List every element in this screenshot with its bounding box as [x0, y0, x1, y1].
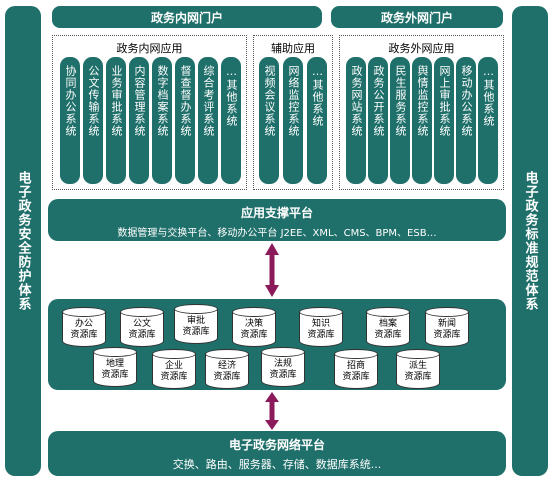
- app-column: 视频会议系统: [259, 57, 279, 184]
- network-platform-subtitle: 交换、路由、服务器、存储、数据库系统...: [172, 458, 382, 471]
- network-platform-bar: 电子政务网络平台 交换、路由、服务器、存储、数据库系统...: [48, 431, 506, 476]
- app-column: 协同办公系统: [60, 57, 80, 184]
- app-label: …其他系统: [482, 65, 495, 127]
- app-column: 网络监控系统: [283, 57, 303, 184]
- app-column: 业务审批系统: [106, 57, 126, 184]
- app-label: 公文传输系统: [87, 65, 100, 137]
- database-label: 经济资源库: [213, 361, 241, 382]
- database-label: 决策资源库: [240, 319, 268, 340]
- app-column: 综合考评系统: [198, 57, 218, 184]
- security-system-column: 电子政务安全防护体系: [5, 6, 41, 476]
- app-column: 民生服务系统: [390, 57, 410, 184]
- standards-system-label: 电子政务标准规范体系: [522, 171, 538, 311]
- app-label: 民生服务系统: [394, 65, 407, 137]
- app-column: 数字档案系统: [152, 57, 172, 184]
- group-title-aux: 辅助应用: [271, 42, 315, 55]
- app-label: 督查督办系统: [179, 65, 192, 137]
- app-label: 业务审批系统: [110, 65, 123, 137]
- external-portal-label: 政务外网门户: [380, 10, 453, 25]
- app-column: 公文传输系统: [83, 57, 103, 184]
- app-column: 网上审批系统: [434, 57, 454, 184]
- app-label: 数字档案系统: [156, 65, 169, 137]
- support-platform-bar: 应用支撑平台 数据管理与交换平台、移动办公平台 J2EE、XML、CMS、BPM…: [48, 199, 506, 241]
- app-label: 政务公开系统: [372, 65, 385, 137]
- database-icon: 经济资源库: [205, 349, 249, 389]
- database-label: 档案资源库: [374, 319, 402, 340]
- group-title-internal: 政务内网应用: [116, 42, 183, 55]
- database-label: 派生资源库: [404, 361, 432, 382]
- database-label: 公文资源库: [128, 319, 156, 340]
- database-label: 企业资源库: [160, 361, 188, 382]
- app-label: 内容管理系统: [133, 65, 146, 137]
- external-portal: 政务外网门户: [331, 6, 503, 28]
- app-label: 网络监控系统: [287, 65, 300, 137]
- app-column: 政务公开系统: [368, 57, 388, 184]
- security-system-label: 电子政务安全防护体系: [15, 171, 31, 311]
- double-arrow-icon: [265, 392, 279, 430]
- app-label: 协同办公系统: [64, 65, 77, 137]
- group-internal-apps: 政务内网应用: [52, 35, 247, 190]
- app-column: 政务网站系统: [346, 57, 366, 184]
- app-column: 舆情监控系统: [412, 57, 432, 184]
- internal-portal: 政务内网门户: [52, 6, 322, 28]
- database-icon: 新闻资源库: [425, 307, 469, 347]
- support-platform-title: 应用支撑平台: [240, 206, 313, 220]
- app-column: 督查督办系统: [175, 57, 195, 184]
- support-platform-subtitle: 数据管理与交换平台、移动办公平台 J2EE、XML、CMS、BPM、ESB…: [117, 228, 437, 239]
- database-label: 法规资源库: [269, 359, 297, 380]
- database-icon: 审批资源库: [174, 304, 218, 344]
- app-label: 网上审批系统: [438, 65, 451, 137]
- database-icon: 招商资源库: [334, 349, 378, 389]
- database-icon: 办公资源库: [62, 307, 106, 347]
- database-label: 招商资源库: [342, 361, 370, 382]
- app-column: 内容管理系统: [129, 57, 149, 184]
- database-icon: 法规资源库: [261, 347, 305, 387]
- group-title-external: 政务外网应用: [388, 42, 455, 55]
- database-label: 审批资源库: [182, 316, 210, 337]
- database-icon: 档案资源库: [366, 307, 410, 347]
- standards-system-column: 电子政务标准规范体系: [512, 6, 548, 476]
- database-icon: 知识资源库: [299, 307, 343, 347]
- app-label: 视频会议系统: [263, 65, 276, 137]
- database-label: 地理资源库: [101, 359, 129, 380]
- database-label: 知识资源库: [307, 319, 335, 340]
- internal-portal-label: 政务内网门户: [150, 10, 223, 25]
- app-label: 政务网站系统: [350, 65, 363, 137]
- double-arrow-icon: [265, 243, 279, 297]
- database-icon: 公文资源库: [120, 307, 164, 347]
- database-label: 办公资源库: [70, 319, 98, 340]
- app-column: …其他系统: [221, 57, 241, 184]
- app-label: 移动办公系统: [460, 65, 473, 137]
- database-icon: 决策资源库: [232, 307, 276, 347]
- database-icon: 派生资源库: [396, 349, 440, 389]
- network-platform-title: 电子政务网络平台: [228, 438, 325, 452]
- database-icon: 企业资源库: [152, 349, 196, 389]
- app-column: …其他系统: [478, 57, 498, 184]
- app-label: 舆情监控系统: [416, 65, 429, 137]
- app-label: …其他系统: [311, 65, 324, 127]
- database-icon: 地理资源库: [93, 347, 137, 387]
- group-aux-apps: 辅助应用: [253, 35, 333, 190]
- app-column: 移动办公系统: [456, 57, 476, 184]
- database-label: 新闻资源库: [433, 319, 461, 340]
- app-label: 综合考评系统: [202, 65, 215, 137]
- group-external-apps: 政务外网应用: [339, 35, 504, 190]
- app-column: …其他系统: [307, 57, 327, 184]
- app-label: …其他系统: [225, 65, 238, 127]
